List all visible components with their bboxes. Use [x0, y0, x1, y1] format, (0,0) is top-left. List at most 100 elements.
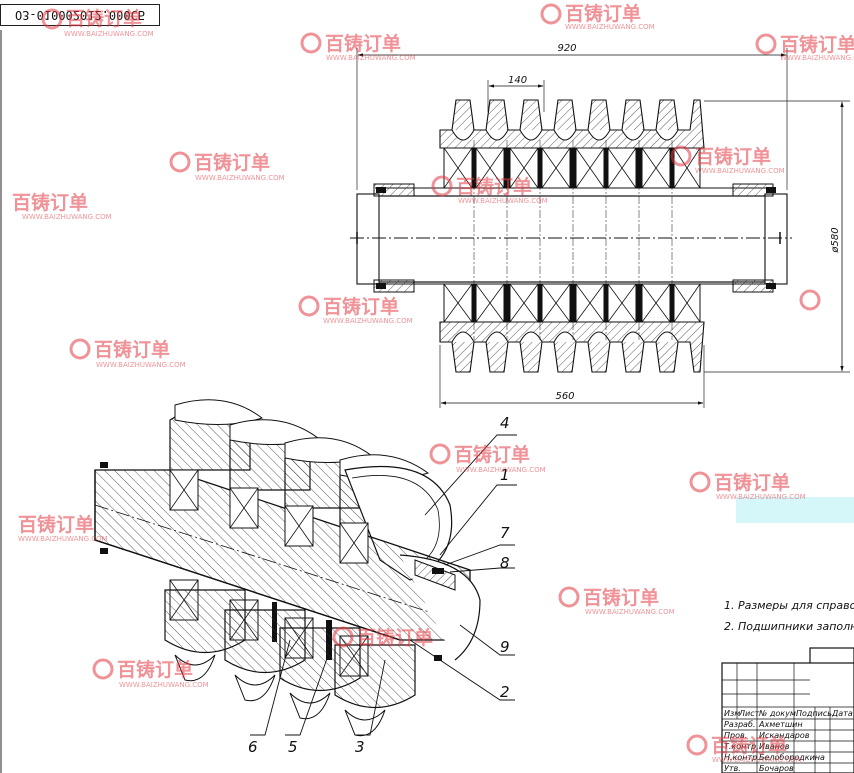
tb-role-approver: Утв. [724, 764, 741, 773]
watermark-1: 百铸订单 WWW.BAIZHUWANG.COM [41, 7, 154, 38]
watermark-url-17: WWW.BAIZHUWANG.COM [22, 213, 112, 221]
watermark-logo-icon [169, 151, 191, 173]
dim-overall-length: 920 [557, 43, 576, 54]
watermark-text-6: 百铸订单 [695, 145, 771, 168]
watermark-text-7: 百铸订单 [456, 175, 532, 198]
watermark-7: 百铸订单 WWW.BAIZHUWANG.COM [431, 175, 548, 205]
watermark-15: 百铸订单 WWW.BAIZHUWANG.COM [686, 734, 802, 764]
watermark-text-9: 百铸订单 [94, 338, 170, 361]
watermark-logo-icon [755, 33, 777, 55]
watermark-logo-icon [92, 658, 114, 680]
dim-diameter: ø580 [830, 227, 841, 253]
watermark-url-5: WWW.BAIZHUWANG.COM [195, 174, 285, 182]
watermark-12: 百铸订单 WWW.BAIZHUWANG.COM [558, 586, 675, 616]
watermark-url-3: WWW.BAIZHUWANG.COM [326, 54, 416, 62]
tb-role-norm-control: Н.контр. [724, 753, 760, 762]
dim-hub-length: 560 [555, 391, 574, 402]
tb-name-norm-control: Белобородкина [759, 753, 825, 762]
watermark-text-1: 百铸订单 [66, 7, 142, 30]
watermark-logo-icon [431, 175, 453, 197]
callout-7: 7 [500, 524, 510, 542]
callout-labels: 4 1 7 8 9 2 6 5 3 [248, 414, 510, 756]
watermark-text-13: 百铸订单 [357, 626, 433, 649]
watermark-logo-icon [429, 443, 451, 465]
watermark-logo-icon [300, 32, 322, 54]
watermark-url-14: WWW.BAIZHUWANG.COM [119, 681, 209, 689]
watermark-url-18: WWW.BAIZHUWANG.COM [18, 535, 108, 543]
callout-1: 1 [500, 466, 510, 484]
watermark-text-11: 百铸订单 [714, 471, 790, 494]
callout-5: 5 [288, 738, 298, 756]
watermark-17: 百铸订单 WWW.BAIZHUWANG.COM [12, 191, 112, 221]
watermark-url-8: WWW.BAIZHUWANG.COM [323, 317, 413, 325]
watermark-2: 百铸订单 WWW.BAIZHUWANG.COM [540, 2, 655, 31]
watermark-text-2: 百铸订单 [565, 2, 641, 25]
note-2: 2. Подшипники заполнить [724, 620, 854, 633]
watermark-url-15: WWW.BAIZHUWANG.COM [712, 756, 802, 764]
watermark-url-2: WWW.BAIZHUWANG.COM [565, 23, 655, 31]
watermark-4: 百铸订单 WWW.BAIZHUWANG.COM [755, 33, 854, 62]
isometric-cutaway-view [94, 399, 481, 737]
watermark-url-9: WWW.BAIZHUWANG.COM [96, 361, 186, 369]
watermark-url-11: WWW.BAIZHUWANG.COM [716, 493, 806, 501]
watermark-10: 百铸订单 WWW.BAIZHUWANG.COM [429, 443, 546, 474]
watermark-logo-icon [799, 289, 821, 311]
callout-9: 9 [500, 638, 510, 656]
watermark-5: 百铸订单 WWW.BAIZHUWANG.COM [169, 151, 285, 182]
watermark-text-4: 百铸订单 [780, 33, 854, 56]
watermark-text-17: 百铸订单 [12, 191, 88, 214]
tb-header-doc: № докум. [758, 709, 798, 718]
watermark-6: 百铸订单 WWW.BAIZHUWANG.COM [670, 145, 785, 175]
technical-notes: 1. Размеры для справок. 2. Подшипники за… [724, 599, 854, 633]
watermark-text-10: 百铸订单 [454, 443, 530, 466]
watermark-text-14: 百铸订单 [117, 658, 193, 681]
watermark-text-5: 百铸订单 [194, 151, 270, 174]
callouts [250, 434, 517, 736]
watermark-11: 百铸订单 WWW.BAIZHUWANG.COM [689, 471, 806, 501]
watermark-text-15: 百铸订单 [711, 734, 787, 757]
watermark-logo-icon [69, 338, 91, 360]
watermark-logo-icon [540, 3, 562, 25]
watermark-3: 百铸订单 WWW.BAIZHUWANG.COM [300, 32, 416, 62]
tb-role-tech-control: Т.контр. [724, 742, 759, 751]
watermark-text-18: 百铸订单 [18, 513, 94, 536]
watermark-url-12: WWW.BAIZHUWANG.COM [585, 608, 675, 616]
callout-3: 3 [355, 738, 365, 756]
watermark-8: 百铸订单 WWW.BAIZHUWANG.COM [298, 295, 413, 325]
tb-header-date: Дата [831, 709, 853, 718]
watermark-logo-icon [558, 586, 580, 608]
tb-name-checker: Искандаров [759, 731, 810, 740]
watermark-url-10: WWW.BAIZHUWANG.COM [456, 466, 546, 474]
highlight-artifact [736, 497, 854, 523]
watermark-18: 百铸订单 WWW.BAIZHUWANG.COM [18, 513, 108, 543]
tb-role-checker: Пров. [724, 731, 747, 740]
callout-6: 6 [248, 738, 258, 756]
watermark-16 [799, 289, 821, 311]
watermark-13: 百铸订单 [332, 626, 433, 649]
watermark-logo-icon [332, 626, 354, 648]
watermarks: 百铸订单 WWW.BAIZHUWANG.COM 百铸订单 WWW.BAIZHUW… [12, 2, 854, 764]
tb-header-sheet: Лист [738, 709, 760, 718]
watermark-text-8: 百铸订单 [323, 295, 399, 318]
watermark-url-4: WWW.BAIZHUWANG.COM [780, 54, 854, 62]
watermark-url-7: WWW.BAIZHUWANG.COM [458, 197, 548, 205]
watermark-logo-icon [689, 471, 711, 493]
tb-header-sign: Подпись [796, 709, 832, 718]
watermark-logo-icon [41, 8, 63, 30]
watermark-text-12: 百铸订单 [583, 586, 659, 609]
tb-name-developer: Ахметшин [758, 720, 803, 729]
watermark-logo-icon [298, 295, 320, 317]
watermark-14: 百铸订单 WWW.BAIZHUWANG.COM [92, 658, 209, 689]
callout-2: 2 [500, 683, 510, 701]
watermark-text-3: 百铸订单 [325, 32, 401, 55]
callout-4: 4 [500, 414, 510, 432]
dim-pitch: 140 [508, 75, 527, 86]
tb-role-developer: Разраб. [724, 720, 755, 729]
watermark-url-6: WWW.BAIZHUWANG.COM [695, 167, 785, 175]
tb-name-tech-control: Иванов [759, 742, 790, 751]
title-block: Изм Лист № докум. Подпись Дата Разраб. А… [721, 647, 854, 773]
watermark-logo-icon [686, 734, 708, 756]
tb-name-approver: Бочаров [759, 764, 794, 773]
watermark-9: 百铸订单 WWW.BAIZHUWANG.COM [69, 338, 186, 369]
